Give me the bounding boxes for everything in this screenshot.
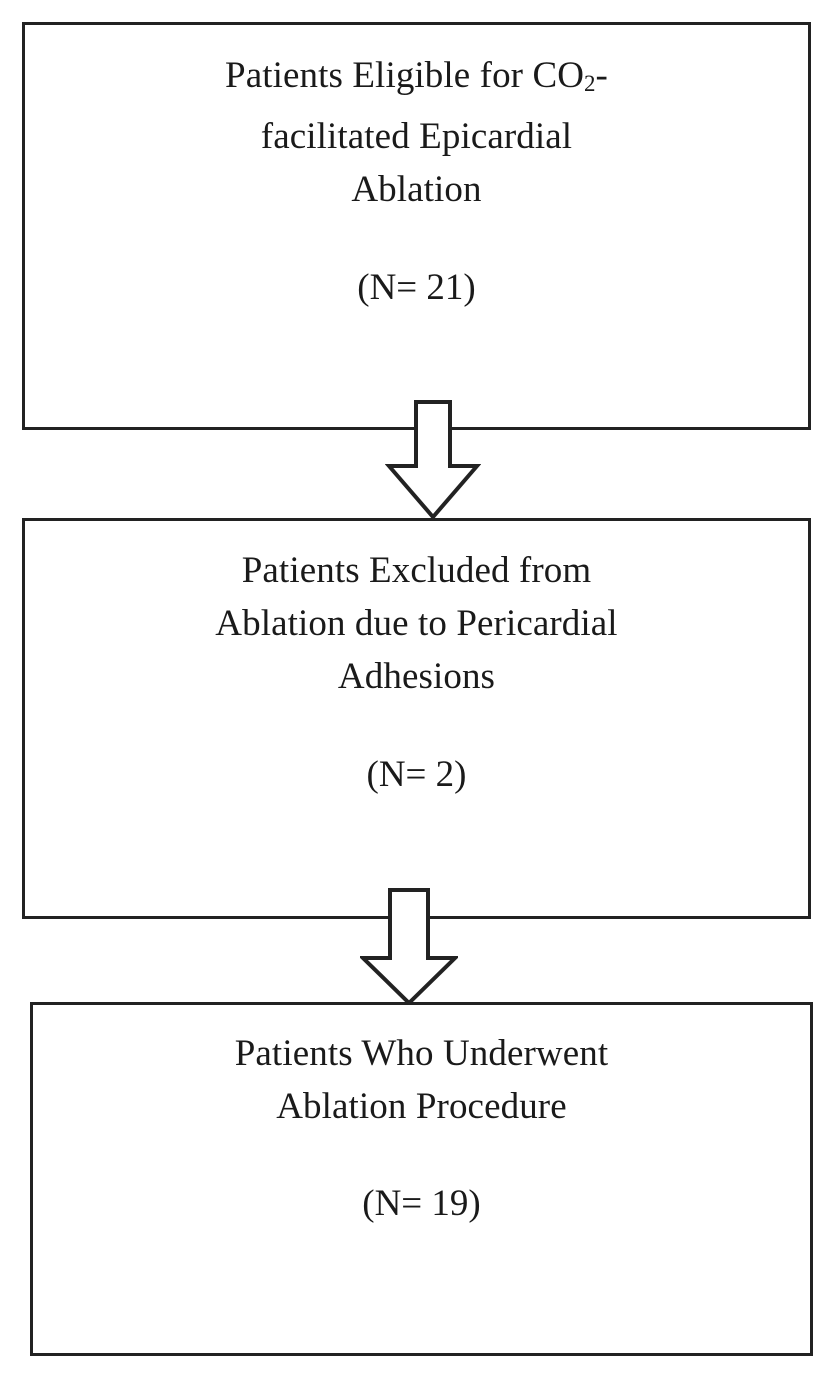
flow-node-underwent: Patients Who Underwent Ablation Procedur… — [30, 1002, 813, 1356]
flow-node-eligible-title-part1: Patients Eligible for CO — [225, 55, 585, 96]
flow-node-excluded-count: (N= 2) — [366, 754, 467, 795]
flow-node-underwent-title: Patients Who Underwent Ablation Procedur… — [234, 1033, 609, 1127]
flow-node-eligible-title-part2: - facilitated Epicardial Ablation — [260, 55, 608, 211]
flow-node-underwent-count: (N= 19) — [362, 1183, 481, 1224]
co2-subscript: 2 — [584, 71, 596, 97]
flow-node-excluded-title: Patients Excluded from Ablation due to P… — [215, 550, 618, 697]
flow-node-eligible-count: (N= 21) — [357, 267, 476, 309]
flow-node-excluded: Patients Excluded from Ablation due to P… — [22, 518, 811, 919]
flow-node-eligible: Patients Eligible for CO2- facilitated E… — [22, 22, 811, 430]
down-arrow-icon-1 — [385, 400, 481, 520]
down-arrow-icon-2 — [360, 888, 458, 1005]
flow-node-eligible-title: Patients Eligible for CO2- facilitated E… — [185, 49, 648, 216]
